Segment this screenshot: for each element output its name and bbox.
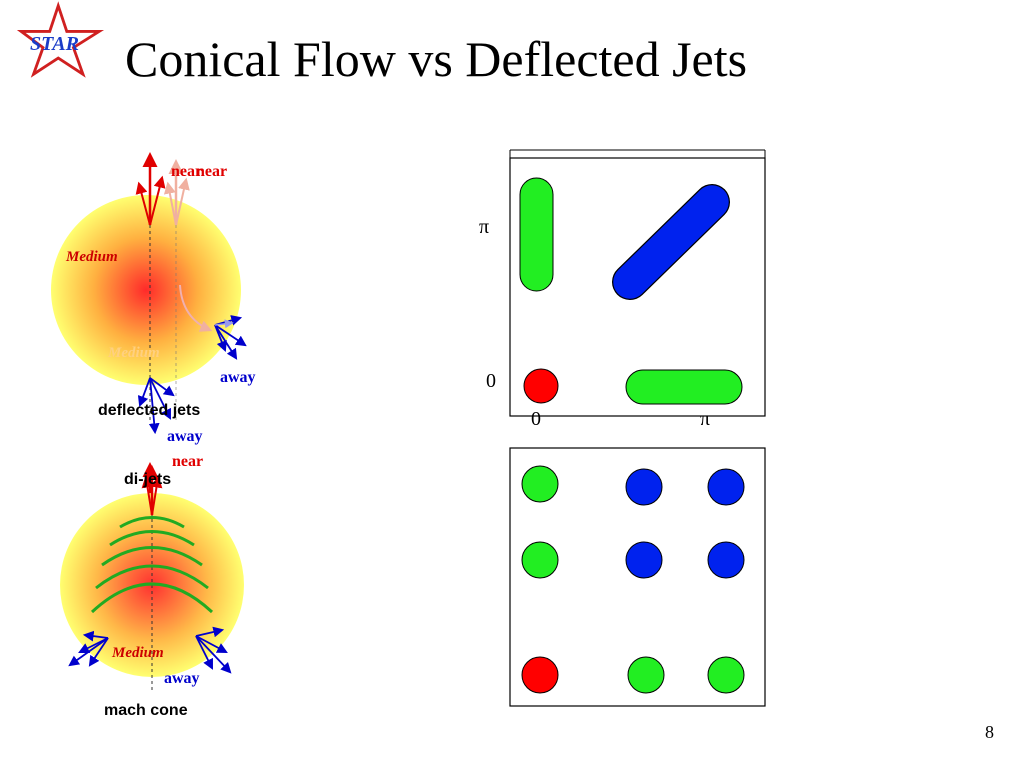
mach-near-arrows (141, 465, 163, 516)
mach-medium-label: Medium (112, 645, 164, 661)
green-horizontal-band (625, 369, 743, 405)
mach-cone-wavefronts (90, 516, 214, 614)
blue-diagonal-band (612, 184, 730, 300)
dijets-near-label: near (172, 453, 204, 470)
near-jet-arrows (135, 152, 190, 226)
y-tick-pi: π (479, 216, 490, 238)
dijets-caption: di-jets (124, 471, 172, 488)
x-tick-zero: 0 (531, 408, 541, 426)
mach-away-arrows-right (195, 626, 232, 674)
y-tick-zero: 0 (486, 370, 496, 392)
green-vertical-band (519, 177, 554, 292)
bottom-correlation-plot (509, 447, 766, 707)
page-number: 8 (985, 722, 994, 742)
mach-cone-caption: mach cone (104, 702, 188, 719)
x-tick-pi: π (700, 408, 711, 426)
deflected-away-arrows (214, 315, 247, 360)
deflected-jets-caption: deflected jets (98, 402, 201, 419)
top-correlation-plot (509, 149, 766, 417)
deflected-jets-diagram (51, 152, 247, 515)
star-logo-icon (16, 1, 105, 78)
near-label: near (171, 163, 203, 180)
mach-cone-diagram (60, 465, 244, 690)
dijet-away-arrows (137, 377, 175, 435)
red-dot (523, 368, 559, 404)
medium-label: Medium (66, 249, 118, 265)
medium-faded-label: Medium (108, 345, 160, 361)
dijets-away-label: away (167, 428, 203, 445)
star-logo-text: STAR (30, 33, 79, 55)
mach-away-label: away (164, 670, 200, 687)
away-label: away (220, 369, 256, 386)
near-label-shifted: near (196, 163, 228, 180)
mach-away-arrows-left (68, 630, 109, 667)
medium-blob (51, 195, 241, 385)
slide-title: Conical Flow vs Deflected Jets (125, 31, 748, 87)
